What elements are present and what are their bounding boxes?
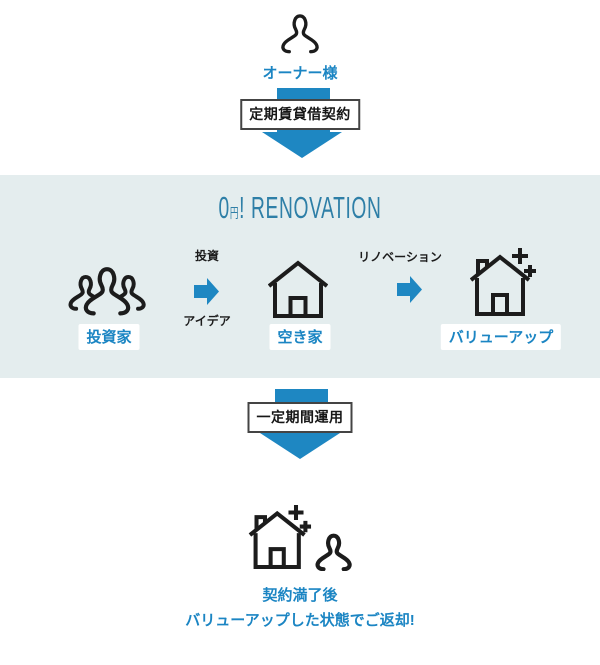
right-arrow-renovation-icon <box>397 276 422 303</box>
invest-caption: 投資 <box>194 249 220 263</box>
band-title-yen: 円 <box>229 205 240 221</box>
investors-group-icon <box>68 263 146 320</box>
result-line-1: 契約満了後 <box>262 587 338 604</box>
result-line-2: バリューアップした状態でご返却! <box>185 612 415 629</box>
renovation-caption: リノベーション <box>358 250 442 264</box>
band-title-rest: ! RENOVATION <box>239 190 382 225</box>
value-up-label: バリューアップ <box>440 324 562 350</box>
owner-person-icon <box>281 14 319 54</box>
idea-caption: アイデア <box>183 314 231 328</box>
right-arrow-invest-icon <box>194 278 219 305</box>
band-title-zero: 0 <box>218 190 230 225</box>
owner-label: オーナー様 <box>262 65 338 82</box>
operation-box: 一定期間運用 <box>247 402 353 433</box>
vacant-house-icon <box>268 260 328 318</box>
vacant-house-label: 空き家 <box>269 324 331 350</box>
contract-box: 定期賃貸借契約 <box>240 99 360 130</box>
investors-label: 投資家 <box>78 324 140 350</box>
returned-house-and-owner-icon <box>248 504 352 571</box>
band-title: 0円! RENOVATION <box>114 190 486 229</box>
value-up-house-icon <box>470 247 538 316</box>
